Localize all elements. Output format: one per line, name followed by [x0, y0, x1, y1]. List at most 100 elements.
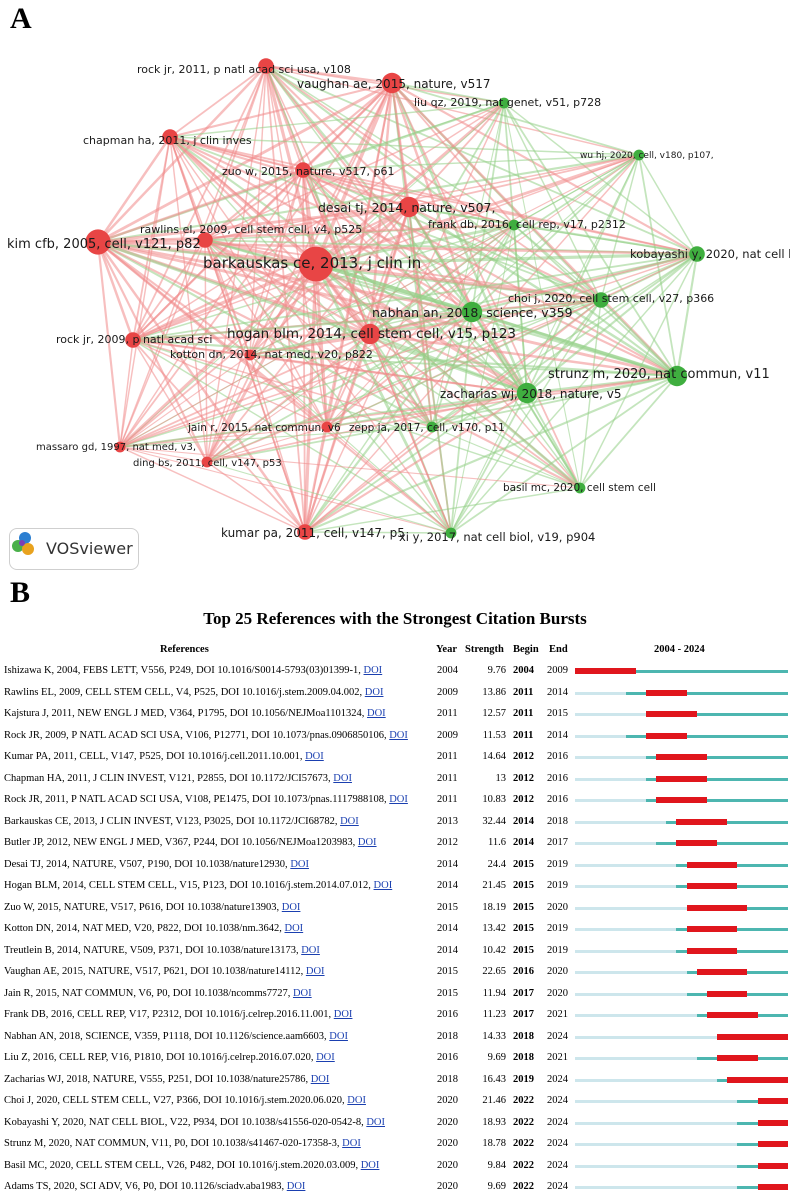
- doi-link[interactable]: DOI: [367, 708, 386, 719]
- network-node[interactable]: [85, 229, 111, 255]
- network-node[interactable]: [508, 219, 520, 231]
- year-cell: 2009: [437, 686, 458, 698]
- doi-link[interactable]: DOI: [290, 858, 309, 870]
- doi-link[interactable]: DOI: [389, 729, 408, 741]
- strength-cell: 13.42: [482, 923, 506, 934]
- co-citation-network: rock jr, 2011, p natl acad sci usa, v108…: [0, 0, 790, 580]
- doi-link[interactable]: DOI: [284, 923, 304, 934]
- begin-cell: 2017: [513, 1009, 534, 1020]
- network-node[interactable]: [461, 301, 483, 323]
- strength-cell: 12.57: [482, 708, 506, 719]
- network-node[interactable]: [398, 196, 420, 218]
- network-link: [169, 136, 208, 463]
- doi-link[interactable]: DOI: [357, 837, 377, 848]
- burst-bar: [696, 969, 748, 975]
- network-node[interactable]: [574, 482, 586, 494]
- table-row: Treutlein B, 2014, NATURE, V509, P371, D…: [0, 942, 790, 964]
- network-link: [119, 262, 317, 449]
- network-node[interactable]: [125, 332, 141, 348]
- timeline-active: [625, 691, 788, 695]
- network-link: [503, 102, 602, 301]
- network-link: [97, 81, 393, 244]
- panel-letter-a: A: [10, 2, 32, 35]
- network-node[interactable]: [201, 456, 213, 468]
- network-link: [304, 253, 698, 533]
- doi-link[interactable]: DOI: [342, 1138, 361, 1149]
- network-node[interactable]: [426, 421, 438, 433]
- network-link: [206, 311, 473, 463]
- network-node[interactable]: [114, 441, 126, 453]
- network-link: [326, 311, 473, 428]
- doi-link[interactable]: DOI: [305, 966, 325, 977]
- doi-link[interactable]: DOI: [281, 901, 301, 913]
- network-node[interactable]: [498, 97, 510, 109]
- network-link: [119, 136, 171, 448]
- reference-cell: Kajstura J, 2011, NEW ENGL J MED, V364, …: [4, 708, 386, 719]
- network-link: [169, 65, 267, 138]
- burst-bar: [686, 947, 738, 954]
- network-node[interactable]: [445, 527, 457, 539]
- doi-link[interactable]: DOI: [333, 1009, 353, 1020]
- network-node[interactable]: [666, 365, 688, 387]
- doi-link[interactable]: DOI: [363, 665, 383, 676]
- network-node[interactable]: [258, 58, 274, 74]
- reference-text: Ishizawa K, 2004, FEBS LETT, V556, P249,…: [4, 665, 364, 676]
- doi-link[interactable]: DOI: [310, 1073, 330, 1085]
- network-node[interactable]: [297, 524, 313, 540]
- network-node[interactable]: [593, 292, 609, 308]
- burst-bar: [686, 926, 738, 932]
- network-node[interactable]: [359, 323, 381, 345]
- network-node[interactable]: [244, 349, 256, 361]
- year-cell: 2016: [437, 1009, 458, 1020]
- timeline-active: [646, 713, 788, 716]
- reference-text: Strunz M, 2020, NAT COMMUN, V11, P0, DOI…: [4, 1138, 343, 1149]
- year-cell: 2018: [437, 1073, 458, 1085]
- year-cell: 2014: [437, 923, 458, 934]
- doi-link[interactable]: DOI: [360, 1159, 380, 1171]
- doi-link[interactable]: DOI: [292, 987, 312, 999]
- network-link: [431, 392, 528, 428]
- doi-link[interactable]: DOI: [373, 880, 393, 891]
- reference-text: Zacharias WJ, 2018, NATURE, V555, P251, …: [4, 1073, 311, 1085]
- burst-bar: [676, 818, 728, 825]
- network-links: [96, 64, 699, 534]
- network-node[interactable]: [162, 129, 178, 145]
- end-cell: 2024: [547, 1138, 568, 1149]
- end-cell: 2016: [547, 794, 568, 805]
- doi-link[interactable]: DOI: [389, 794, 408, 805]
- doi-link[interactable]: DOI: [364, 686, 384, 698]
- reference-text: Rock JR, 2011, P NATL ACAD SCI USA, V108…: [4, 794, 390, 805]
- doi-link[interactable]: DOI: [316, 1052, 335, 1063]
- network-link: [249, 333, 371, 356]
- network-link: [450, 311, 473, 534]
- doi-link[interactable]: DOI: [340, 815, 359, 827]
- network-node[interactable]: [197, 232, 213, 248]
- reference-text: Kotton DN, 2014, NAT MED, V20, P822, DOI…: [4, 923, 285, 934]
- network-node[interactable]: [633, 149, 645, 161]
- reference-cell: Treutlein B, 2014, NATURE, V509, P371, D…: [4, 945, 320, 956]
- network-node[interactable]: [298, 246, 334, 282]
- network-link: [302, 168, 410, 209]
- doi-link[interactable]: DOI: [329, 1030, 348, 1042]
- network-node[interactable]: [689, 246, 705, 262]
- doi-link[interactable]: DOI: [347, 1095, 366, 1106]
- network-link: [97, 240, 698, 256]
- network-node[interactable]: [516, 382, 538, 404]
- network-node[interactable]: [381, 72, 403, 94]
- network-link: [303, 263, 318, 533]
- timeline-inactive: [575, 777, 646, 781]
- doi-link[interactable]: DOI: [366, 1116, 386, 1128]
- doi-link[interactable]: DOI: [333, 772, 352, 784]
- network-node[interactable]: [295, 162, 311, 178]
- network-link: [391, 82, 505, 104]
- reference-cell: Barkauskas CE, 2013, J CLIN INVEST, V123…: [4, 816, 359, 827]
- network-link: [169, 102, 505, 138]
- burst-bar: [757, 1119, 788, 1126]
- doi-link[interactable]: DOI: [301, 944, 320, 956]
- vosviewer-logo-icon: [12, 532, 34, 555]
- network-node[interactable]: [321, 421, 333, 433]
- timeline-inactive: [575, 713, 646, 716]
- table-row: Zuo W, 2015, NATURE, V517, P616, DOI 10.…: [0, 899, 790, 921]
- end-cell: 2018: [547, 815, 568, 827]
- doi-link[interactable]: DOI: [305, 751, 324, 762]
